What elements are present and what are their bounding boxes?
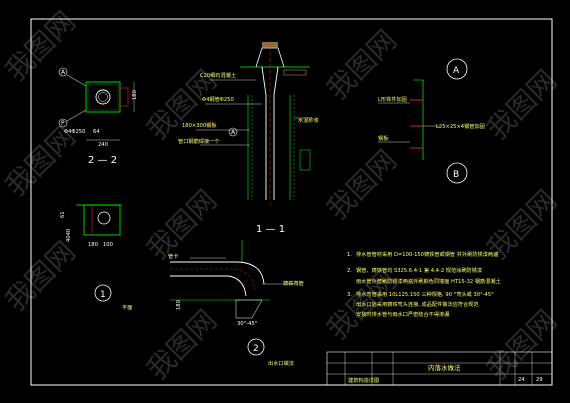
plan-box xyxy=(83,204,121,236)
ab-label-1: L形铁件加固 xyxy=(378,95,407,103)
note-text: 排水管管材采用 D=100-150铸铁管或钢管 并外刷防锈漆两遍 xyxy=(356,250,499,258)
splash-block xyxy=(235,299,263,319)
title-block: 内落水做法 建筑构造详图 24 29 xyxy=(326,351,553,386)
label-pipe: Φ4钢管Φ250 xyxy=(202,95,234,103)
bend-pipe-bottom xyxy=(170,275,247,297)
dim-180-b: 180 xyxy=(88,242,98,248)
note-num: 3. xyxy=(347,292,352,298)
dim-pipe: Φ4Φ250 xyxy=(64,129,85,135)
tag-circle-a-elev xyxy=(228,127,238,137)
plan-pipe xyxy=(97,211,111,225)
dim-240: 240 xyxy=(98,142,108,148)
dim-180: 180 xyxy=(132,90,138,100)
detail-left-middle: 61 4040 100 180 1 平面 xyxy=(60,204,132,311)
dim-61: 61 xyxy=(60,211,66,218)
bend-centerline xyxy=(170,268,256,291)
sheet-number: 24 xyxy=(518,377,525,383)
pipe-left xyxy=(261,66,267,200)
sheet-border xyxy=(30,18,553,386)
drawing-title: 内落水做法 xyxy=(428,363,461,372)
elevation-section: C20细石混凝土 Φ4钢管Φ250 180×300钢板 管口钢筋焊接一个 A 水… xyxy=(178,40,319,235)
bend-pipe-top xyxy=(170,261,265,285)
cap-slab xyxy=(283,69,307,76)
outlet-cap xyxy=(262,42,278,48)
leader-line xyxy=(66,74,87,87)
note-text: 出水口处采用铸铁弯头连接, 成品配件做法应符合规范 xyxy=(356,300,479,308)
bubble-a-label: A xyxy=(453,66,460,76)
drawing-subtitle: 建筑构造详图 xyxy=(348,376,379,384)
bend-label-right: 铸铁弯管 xyxy=(283,279,304,287)
bend-caption: 出水口做法 xyxy=(268,359,294,367)
section-1-1-label: 1 — 1 xyxy=(256,224,285,235)
notes-block: 1. 排水管管材采用 D=100-150铸铁管或钢管 并外刷防锈漆两遍 2. 钢… xyxy=(347,250,501,318)
tag-a-elev: A xyxy=(231,129,236,136)
bend-label-top: 管卡 xyxy=(168,252,178,260)
dim-100: 100 xyxy=(103,242,113,248)
detail-bubble-1 xyxy=(94,284,112,302)
plan-caption: 平面 xyxy=(122,304,132,311)
note-num: 2. xyxy=(347,268,352,274)
label-anchor: 管口钢筋焊接一个 xyxy=(178,137,220,145)
pipe-circle xyxy=(95,89,111,105)
bend-angle: 30°-45° xyxy=(237,321,258,327)
tag-p-label: P xyxy=(61,120,65,127)
wall-section xyxy=(119,87,129,107)
label-c20: C20细石混凝土 xyxy=(200,71,236,79)
bubble-b xyxy=(446,162,468,184)
bend-dim: 180 xyxy=(176,300,182,310)
tag-circle-p xyxy=(58,118,68,128)
tag-circle-a xyxy=(58,67,68,77)
label-180: 180×300钢板 xyxy=(182,121,217,129)
bend-detail: 管卡 铸铁弯管 180 30°-45° 2 出水口做法 xyxy=(168,240,304,367)
bubble-1-label: 1 xyxy=(100,290,106,300)
sheet-total: 29 xyxy=(536,377,543,383)
bubble-2-label: 2 xyxy=(253,344,259,354)
outlet-inner xyxy=(87,83,119,111)
ab-label-2: L25×25×4钢管加固 xyxy=(436,122,485,130)
note-text: 雨水管外壁刷防锈漆两遍外刷颜色同墙面 HT15-32 钢筋混凝土 xyxy=(356,277,501,285)
side-block xyxy=(299,149,311,171)
note-text: 排水弯管采用 10L125.150 三种规格, 90 °弯头或 30°-45° xyxy=(356,290,494,298)
ab-label-3: 钢板 xyxy=(378,134,389,142)
pipe-right xyxy=(273,66,279,200)
section-2-2-label: 2 — 2 xyxy=(88,155,117,166)
label-right: 水泥砂浆 xyxy=(298,116,319,124)
bubble-a xyxy=(446,58,468,80)
tag-a-label: A xyxy=(61,69,66,76)
detail-ab: A B L形铁件加固 L25×25×4钢管加固 钢板 xyxy=(378,58,485,184)
detail-bubble-2 xyxy=(247,338,265,356)
leader-line xyxy=(66,109,87,122)
note-text: 安装时排水管与雨水口严密结合不得渗漏 xyxy=(356,310,449,318)
detail-top-left: A P 180 Φ4Φ250 64 240 2 — 2 xyxy=(58,67,138,166)
title-block-frame xyxy=(326,351,553,386)
dim-4040: 4040 xyxy=(66,229,72,242)
dim-64: 64 xyxy=(93,129,100,135)
note-text: 钢管、铸铁管均 S325.6.4-1 第 4.4-2 规范涂刷防锈漆 xyxy=(356,266,482,274)
bubble-b-label: B xyxy=(453,170,459,180)
note-num: 1. xyxy=(347,252,352,258)
pipe-circle-inner xyxy=(98,92,108,102)
